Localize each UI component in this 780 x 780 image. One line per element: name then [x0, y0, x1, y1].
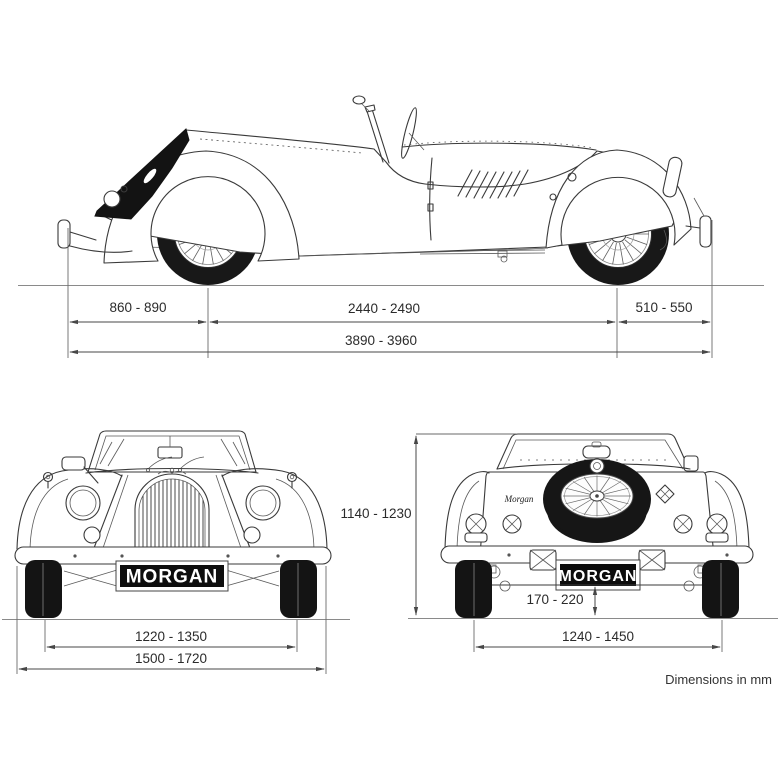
front-fenders-lights	[16, 456, 328, 550]
front-grille	[134, 473, 210, 550]
spare-mount	[589, 458, 605, 474]
bonnet-badge	[157, 470, 187, 475]
rear-lamps	[464, 513, 729, 543]
dim-ground-clearance: 170 - 220	[526, 592, 583, 607]
headlight-right	[245, 485, 281, 521]
overrider-right	[638, 549, 666, 571]
foglamp-right	[243, 526, 261, 544]
cockpit-edge-line	[401, 142, 597, 151]
hood-latch	[683, 455, 699, 472]
indicator-left	[42, 471, 54, 489]
steering-wheel-side	[401, 107, 417, 159]
windscreen-side	[365, 107, 384, 163]
rear-plate-text: MORGAN	[559, 568, 638, 585]
side-dimensions: 860 - 890 2440 - 2490 510 - 550 3890 - 3…	[67, 220, 713, 358]
side-tail-details	[659, 156, 712, 251]
body-grommet	[549, 193, 557, 201]
front-suspension	[63, 569, 280, 587]
dim-wheelbase: 2440 - 2490	[348, 301, 420, 316]
front-view: MORGAN 1220 - 1350 1500 - 1720	[2, 430, 350, 674]
front-lower: MORGAN	[14, 546, 332, 618]
plate-lamp	[705, 532, 729, 543]
dim-overall-width: 1500 - 1720	[135, 651, 207, 666]
side-door-details	[427, 157, 577, 241]
body-grommet	[567, 172, 577, 182]
door-seam	[429, 157, 433, 241]
dim-overall-length: 3890 - 3960	[345, 333, 417, 348]
indicator-right	[286, 471, 298, 489]
rear-script-badge: Morgan	[504, 494, 534, 504]
headlight-left	[65, 485, 101, 521]
dim-overall-height: 1140 - 1230	[340, 506, 411, 521]
plate-lamp	[464, 532, 488, 543]
front-number-plate: MORGAN	[115, 560, 229, 592]
spare-tire-edge	[662, 156, 683, 198]
running-board	[299, 247, 549, 257]
side-louvers	[457, 169, 529, 199]
rear-lower: MORGAN	[440, 545, 754, 618]
fuel-filler	[582, 445, 611, 459]
diamond-badge	[655, 484, 675, 504]
door-hinge	[427, 203, 434, 212]
units-note: Dimensions in mm	[665, 672, 772, 687]
foglamp-left	[83, 526, 101, 544]
side-view: 860 - 890 2440 - 2490 510 - 550 3890 - 3…	[18, 95, 764, 358]
rear-view-mirror	[157, 446, 183, 459]
front-dimensions: 1220 - 1350 1500 - 1720	[16, 566, 327, 674]
rear-dimensions: 1140 - 1230 170 - 220 1240 - 1450	[340, 433, 723, 652]
bonnet-hinge-dashes	[199, 138, 363, 154]
bonnet-badge-dot	[169, 467, 175, 473]
dim-front-track: 1220 - 1350	[135, 629, 207, 644]
overrider-left	[529, 549, 557, 571]
front-bumper-side	[57, 219, 71, 249]
headlight-side	[103, 190, 121, 208]
side-cockpit-details	[352, 95, 425, 164]
windscreen-reflections	[99, 438, 246, 467]
side-rear-fender	[545, 149, 692, 249]
bumper-bolts	[73, 554, 280, 558]
front-windscreen	[87, 430, 257, 473]
spare-wheel	[543, 458, 651, 543]
front-bonnet	[85, 467, 259, 549]
sidelight-side	[120, 185, 128, 193]
door-hinge	[427, 181, 434, 190]
dim-rear-track: 1240 - 1450	[562, 629, 634, 644]
grille-slats	[142, 479, 204, 549]
door-mirror-front	[61, 456, 99, 484]
rear-view: Morgan	[340, 433, 778, 652]
side-front-details	[57, 185, 133, 253]
front-plate-text: MORGAN	[126, 567, 219, 588]
rear-bumper-side	[699, 215, 712, 248]
dim-front-overhang: 860 - 890	[109, 300, 166, 315]
dim-rear-overhang: 510 - 550	[635, 300, 692, 315]
mirror-side	[352, 95, 366, 105]
